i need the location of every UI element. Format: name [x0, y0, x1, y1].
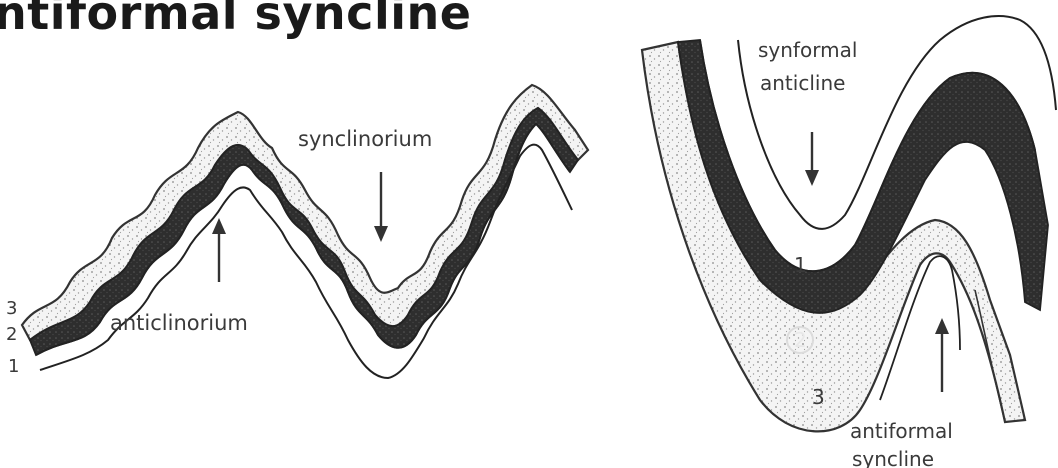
anticlinorium-arrowhead — [212, 218, 226, 234]
right-layer-3-label: 3 — [812, 385, 825, 409]
left-layer-3-label: 3 — [6, 298, 17, 319]
left-layer-1-label: 1 — [8, 356, 19, 377]
synformal-arrowhead — [805, 170, 819, 186]
synformal-label-line2: anticline — [760, 71, 845, 95]
synclinorium-label: synclinorium — [298, 127, 432, 151]
right-fold-diagram: synformal anticline antiformal syncline … — [642, 16, 1056, 468]
synclinorium-arrowhead — [374, 226, 388, 242]
left-fold-diagram: synclinorium anticlinorium 3 2 1 — [6, 85, 588, 378]
synformal-label-line1: synformal — [758, 38, 857, 62]
antiformal-label-line2: syncline — [852, 447, 934, 468]
left-layer-2-label: 2 — [6, 324, 17, 345]
right-layer-1-label: 1 — [794, 253, 807, 277]
antiformal-arrowhead — [935, 318, 949, 334]
antiformal-label-line1: antiformal — [850, 419, 953, 443]
anticlinorium-label: anticlinorium — [110, 311, 248, 335]
right-layer-2-label: 2 — [794, 328, 807, 352]
